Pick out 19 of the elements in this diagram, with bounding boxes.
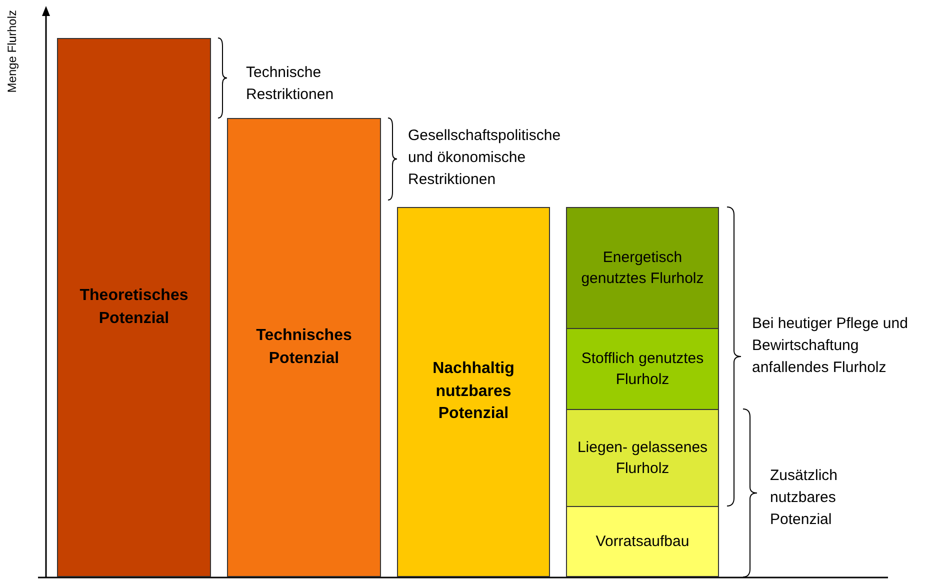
bar-label: Technisches Potenzial [255, 326, 353, 368]
potential-bar [397, 207, 550, 577]
brace-label: Bei heutiger Pflege und Bewirtschaftung anfallendes Flurholz [752, 314, 909, 378]
bar-label: Theoretisches Potenzial [78, 286, 190, 328]
bar-label: Nachhaltig nutzbares Potenzial [432, 359, 516, 424]
bar-label: Liegen- gelassenes Flurholz [576, 438, 709, 479]
stack-segment [566, 409, 719, 507]
bar-label: Stofflich genutztes Flurholz [580, 349, 705, 390]
brace-label: Zusätzlich nutzbares Potenzial [770, 466, 839, 530]
brace-label: Technische Restriktionen [246, 63, 335, 105]
bar-label: Energetisch genutztes Flurholz [580, 248, 705, 289]
potential-bar [227, 118, 381, 577]
potential-bar [57, 38, 211, 577]
stack-segment [566, 506, 719, 577]
stack-segment [566, 207, 719, 329]
axis-label: Menge Flurholz [6, 10, 20, 93]
brace-label: Gesellschaftspolitische und ökonomische Restriktionen [408, 126, 562, 190]
bar-label: Vorratsaufbau [596, 532, 690, 552]
stack-segment [566, 328, 719, 410]
